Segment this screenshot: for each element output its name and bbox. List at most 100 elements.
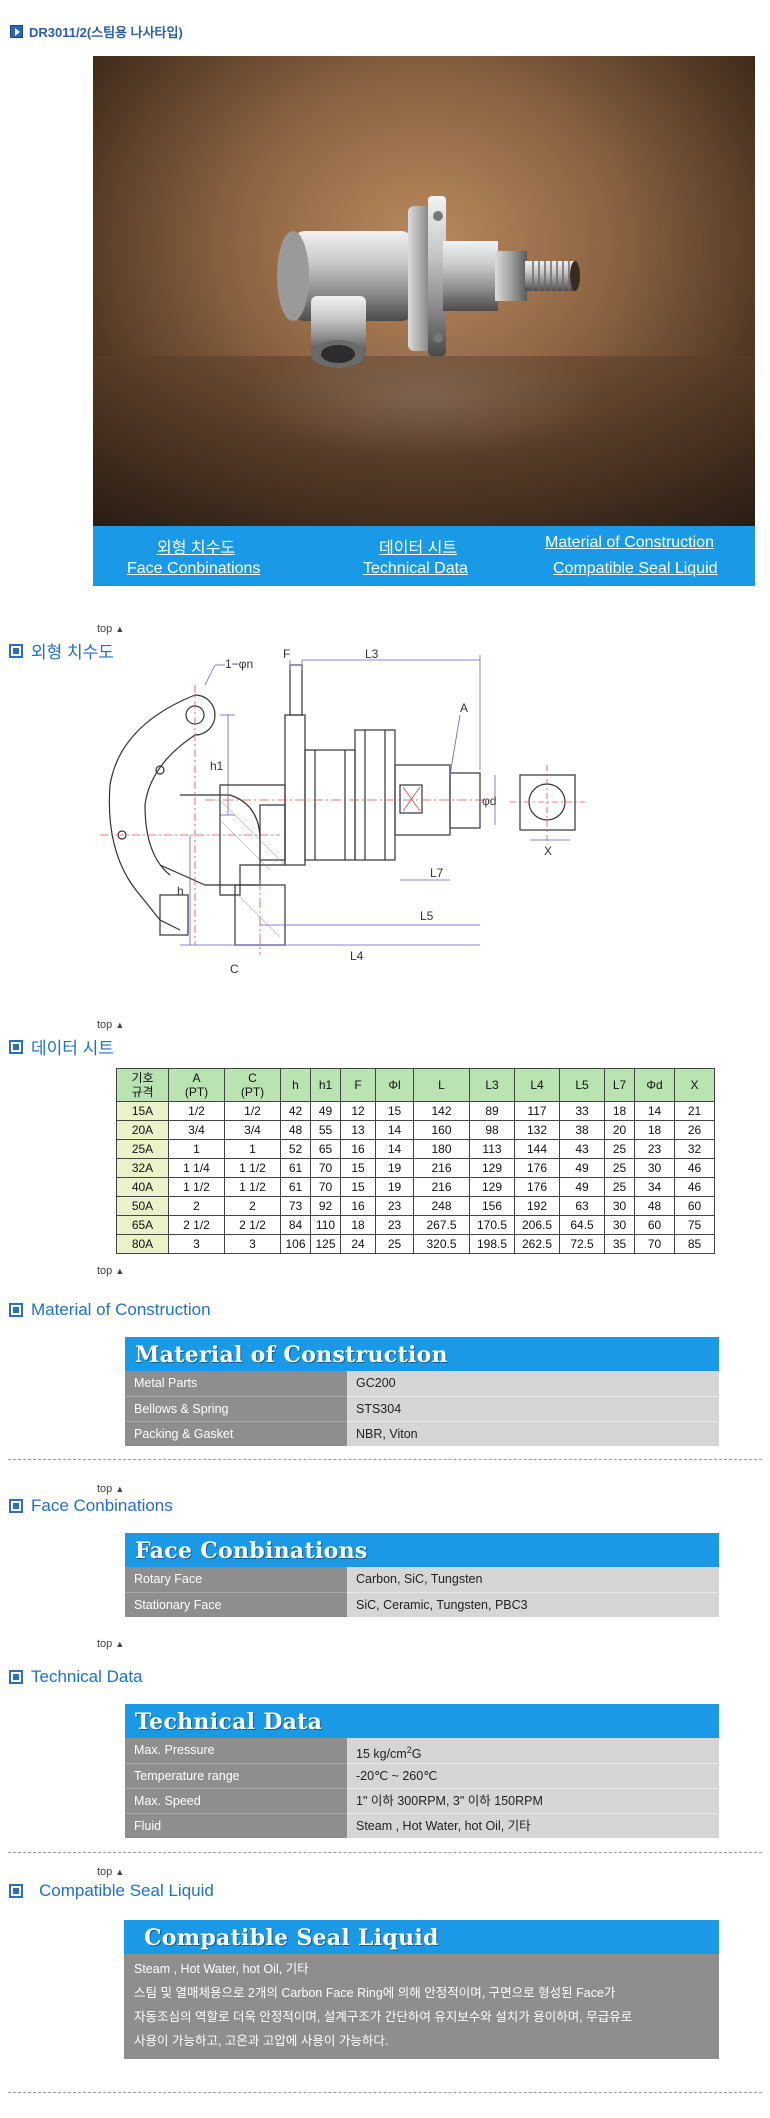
value-cell: 16 bbox=[340, 1196, 376, 1216]
value-cell: 1 1/2 bbox=[168, 1177, 225, 1197]
top-link[interactable]: top ▲ bbox=[97, 1265, 125, 1277]
link-drawing[interactable]: 외형 치수도 bbox=[157, 540, 236, 557]
value-cell: 170.5 bbox=[469, 1215, 515, 1235]
value-cell: 3/4 bbox=[168, 1120, 225, 1140]
value-cell: 248 bbox=[413, 1196, 470, 1216]
value-cell: 1/2 bbox=[224, 1101, 281, 1121]
value-cell: 26 bbox=[674, 1120, 715, 1140]
play-arrow-icon bbox=[10, 24, 23, 38]
value-cell: 49 bbox=[559, 1158, 605, 1178]
col-header-text: Φd bbox=[646, 1078, 663, 1092]
value-cell: 23 bbox=[375, 1196, 414, 1216]
up-arrow-icon: ▲ bbox=[115, 1266, 125, 1276]
link-material[interactable]: Material of Construction bbox=[545, 534, 714, 551]
col-header-text: L7 bbox=[612, 1078, 627, 1092]
section-heading-face: Face Conbinations bbox=[9, 1496, 173, 1516]
section-heading-datasheet: 데이터 시트 bbox=[9, 1034, 114, 1059]
value-cell: 70 bbox=[310, 1158, 341, 1178]
value-cell: 129 bbox=[469, 1158, 515, 1178]
col-header-text: h bbox=[292, 1078, 299, 1092]
col-header: C(PT) bbox=[224, 1068, 281, 1102]
value-cell: 1 1/2 bbox=[224, 1177, 281, 1197]
value-cell: 34 bbox=[634, 1177, 675, 1197]
link-datasheet[interactable]: 데이터 시트 bbox=[379, 540, 458, 557]
label-phid: φd bbox=[482, 794, 496, 808]
value-cell: 3/4 bbox=[224, 1120, 281, 1140]
value-cell: 176 bbox=[514, 1177, 560, 1197]
spec-row: Packing & Gasket NBR, Viton bbox=[125, 1421, 719, 1446]
value-cell: 216 bbox=[413, 1177, 470, 1197]
top-link[interactable]: top ▲ bbox=[97, 1483, 125, 1495]
liquid-card: Compatible Seal Liquid Steam , Hot Water… bbox=[124, 1920, 719, 2059]
value-cell: 30 bbox=[604, 1215, 635, 1235]
label-h1: h1 bbox=[210, 759, 224, 773]
value-cell: 30 bbox=[634, 1158, 675, 1178]
section-heading-liquid: Compatible Seal Liquid bbox=[9, 1881, 214, 1901]
value-cell: 52 bbox=[280, 1139, 311, 1159]
spec-row: Temperature range -20℃ ~ 260℃ bbox=[125, 1763, 719, 1788]
link-liquid[interactable]: Compatible Seal Liquid bbox=[553, 560, 718, 577]
label-L7: L7 bbox=[430, 866, 444, 880]
value-cell: 25 bbox=[604, 1139, 635, 1159]
value-cell: 32 bbox=[674, 1139, 715, 1159]
label-n: 1−φn bbox=[225, 657, 253, 671]
rotary-joint-illustration bbox=[243, 196, 603, 456]
top-link[interactable]: top ▲ bbox=[97, 1638, 125, 1650]
value-cell: 3 bbox=[168, 1234, 225, 1254]
label-X: X bbox=[544, 844, 552, 858]
value-cell: 129 bbox=[469, 1177, 515, 1197]
value-cell: 216 bbox=[413, 1158, 470, 1178]
value-cell: 1/2 bbox=[168, 1101, 225, 1121]
top-link[interactable]: top ▲ bbox=[97, 623, 125, 635]
value-cell: 110 bbox=[310, 1215, 341, 1235]
col-header: A(PT) bbox=[168, 1068, 225, 1102]
value-cell: 18 bbox=[634, 1120, 675, 1140]
col-header-text: C bbox=[248, 1071, 257, 1085]
value-cell: 25 bbox=[604, 1158, 635, 1178]
value-cell: 23 bbox=[375, 1215, 414, 1235]
top-link[interactable]: top ▲ bbox=[97, 1019, 125, 1031]
value-cell: 125 bbox=[310, 1234, 341, 1254]
col-header-text: L bbox=[438, 1078, 445, 1092]
label-L3: L3 bbox=[365, 647, 379, 661]
size-cell: 50A bbox=[116, 1196, 169, 1216]
pressure-value: 15 kg/cm2G bbox=[347, 1738, 719, 1763]
label-L4: L4 bbox=[350, 949, 364, 963]
col-header-text: A bbox=[192, 1071, 201, 1085]
section-bullet-icon bbox=[9, 1499, 23, 1513]
value-cell: 1 1/2 bbox=[224, 1158, 281, 1178]
value-cell: 320.5 bbox=[413, 1234, 470, 1254]
value-cell: 72.5 bbox=[559, 1234, 605, 1254]
up-arrow-icon: ▲ bbox=[115, 1867, 125, 1877]
divider bbox=[8, 2092, 762, 2093]
liquid-description: Steam , Hot Water, hot Oil, 기타 스팀 및 열매체용… bbox=[124, 1954, 719, 2059]
value-cell: 1 bbox=[224, 1139, 281, 1159]
link-technical[interactable]: Technical Data bbox=[363, 560, 468, 577]
value-cell: 85 bbox=[674, 1234, 715, 1254]
section-heading-technical: Technical Data bbox=[9, 1667, 143, 1687]
value-cell: 117 bbox=[514, 1101, 560, 1121]
up-arrow-icon: ▲ bbox=[115, 1639, 125, 1649]
section-bullet-icon bbox=[9, 1670, 23, 1684]
value-cell: 25 bbox=[604, 1177, 635, 1197]
card-title: Material of Construction bbox=[125, 1337, 719, 1371]
value-cell: 98 bbox=[469, 1120, 515, 1140]
col-header: L4 bbox=[514, 1068, 560, 1102]
section-bullet-icon bbox=[9, 1884, 23, 1898]
label-C: C bbox=[230, 962, 239, 976]
link-face[interactable]: Face Conbinations bbox=[127, 560, 261, 577]
value-cell: 14 bbox=[634, 1101, 675, 1121]
size-cell: 32A bbox=[116, 1158, 169, 1178]
top-link[interactable]: top ▲ bbox=[97, 1866, 125, 1878]
dimension-drawing: 1−φn h1 bbox=[100, 647, 585, 976]
value-cell: 14 bbox=[375, 1120, 414, 1140]
material-card: Material of Construction Metal Parts GC2… bbox=[125, 1337, 719, 1446]
col-header: F bbox=[340, 1068, 376, 1102]
size-cell: 65A bbox=[116, 1215, 169, 1235]
